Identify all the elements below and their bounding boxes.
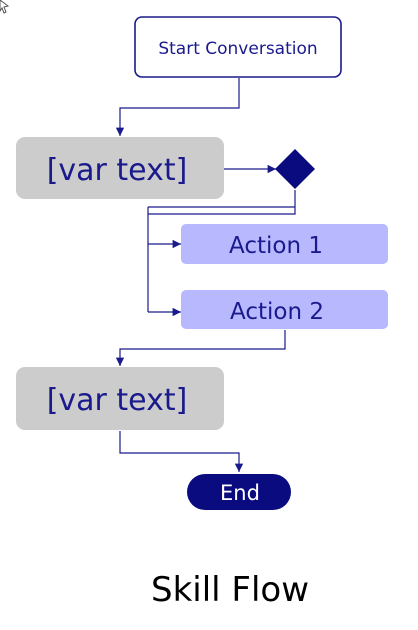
start-node-label: Start Conversation [158,39,317,59]
cursor-icon [0,0,10,14]
text-node-1: [var text] [16,137,224,199]
edge-action2-to-text2 [115,330,286,366]
end-node-label: End [220,481,260,505]
text-node-2-label: [var text] [47,383,188,418]
edge-text2-to-end [119,431,244,472]
end-node: End [187,474,291,510]
text-node-1-label: [var text] [47,153,188,188]
action-node-1-label: Action 1 [229,233,323,259]
action-node-2: Action 2 [181,290,388,329]
action-node-1: Action 1 [181,224,388,264]
start-node: Start Conversation [134,16,342,78]
decision-node [275,149,315,189]
connector-lines [115,78,296,472]
action-node-2-label: Action 2 [230,299,324,325]
text-node-2: [var text] [16,367,224,430]
edge-start-to-text1 [115,78,240,136]
edge-decision-down [148,190,296,215]
diagram-title: Skill Flow [150,570,310,610]
